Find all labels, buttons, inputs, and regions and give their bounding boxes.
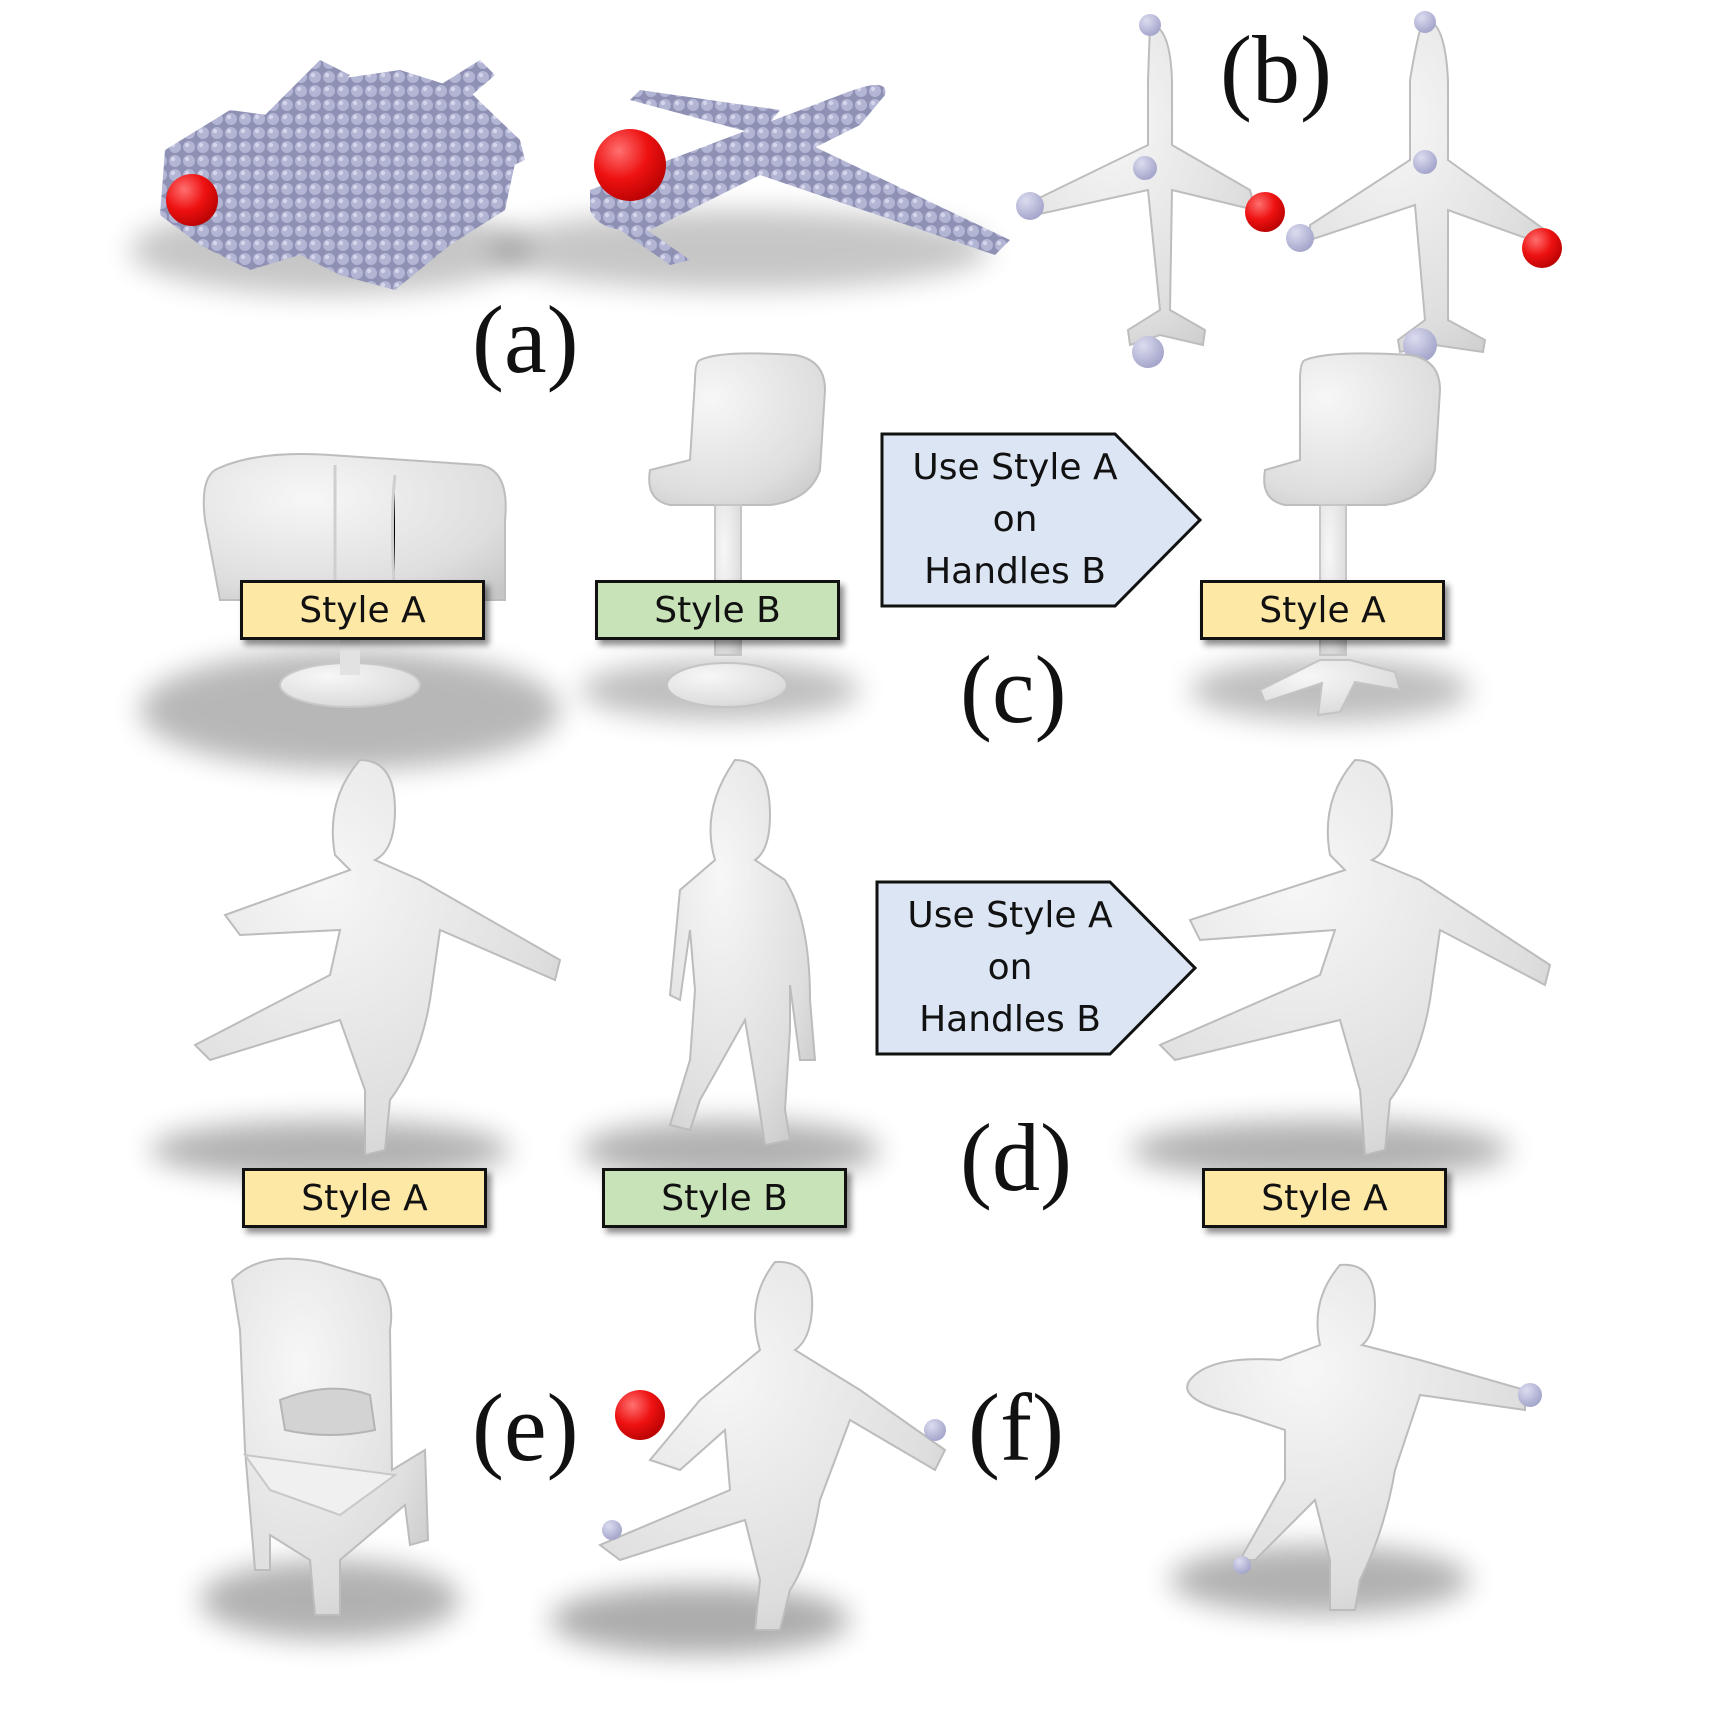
arrow-line-2: on — [992, 499, 1038, 540]
arrow-line-1: Use Style A — [907, 895, 1113, 936]
style-a-label-d-right: Style A — [1202, 1168, 1447, 1228]
panel-b-airplane-mesh-2 — [1286, 11, 1546, 362]
panel-e-lavender-handle-foot — [602, 1520, 622, 1540]
panel-f-lavender-handle-hand — [1518, 1383, 1542, 1407]
panel-c-chair-style-b — [580, 352, 860, 720]
panel-label-d: (d) — [960, 1104, 1072, 1211]
arrow-shape — [880, 432, 1203, 608]
panel-a-airplane-pointcloud — [490, 85, 1010, 290]
arrow-line-3: Handles B — [919, 999, 1101, 1040]
panel-label-b: (b) — [1220, 16, 1332, 123]
panel-f-deformed-human — [1170, 1263, 1526, 1615]
panel-d-human-result — [1130, 758, 1552, 1180]
panel-e-lavender-handle-hand — [924, 1419, 946, 1441]
panel-b-red-handle-2 — [1522, 228, 1562, 268]
arrow-shape — [875, 880, 1198, 1056]
arrow-line-3: Handles B — [924, 551, 1106, 592]
style-a-label-d-left: Style A — [242, 1168, 487, 1228]
panel-f-lavender-handle-foot — [1233, 1556, 1251, 1574]
style-a-label-c-right: Style A — [1200, 580, 1445, 640]
arrow-line-2: on — [987, 947, 1033, 988]
panel-e-human-with-handles — [550, 1260, 947, 1655]
panel-d-human-style-b — [580, 758, 880, 1180]
arrow-use-style-a-on-handles-b-d: Use Style A on Handles B — [875, 880, 1205, 1056]
panel-e-chair — [200, 1257, 460, 1640]
panel-a-red-handle-2 — [594, 129, 666, 201]
panel-label-e: (e) — [472, 1374, 579, 1481]
arrow-line-1: Use Style A — [912, 447, 1118, 488]
arrow-use-style-a-on-handles-b-c: Use Style A on Handles B — [880, 432, 1210, 608]
panel-c-chair-result — [1190, 352, 1470, 722]
panel-b-red-handle-1 — [1245, 192, 1285, 232]
panel-a-scattered-pointcloud — [130, 60, 530, 295]
panel-e-red-handle — [615, 1390, 665, 1440]
panel-label-a: (a) — [472, 286, 579, 393]
panel-label-c: (c) — [960, 636, 1067, 743]
style-b-label-c: Style B — [595, 580, 840, 640]
style-b-label-d: Style B — [602, 1168, 847, 1228]
panel-label-f: (f) — [968, 1374, 1064, 1481]
panel-a-red-handle-1 — [166, 174, 218, 226]
panel-c-chair-style-a — [140, 453, 560, 770]
arrow-text: Use Style A on Handles B — [880, 432, 1150, 608]
panel-b-airplane-mesh-1 — [1016, 14, 1257, 368]
panel-d-human-style-a — [150, 758, 562, 1180]
style-a-label-c-left: Style A — [240, 580, 485, 640]
arrow-text: Use Style A on Handles B — [875, 880, 1145, 1056]
